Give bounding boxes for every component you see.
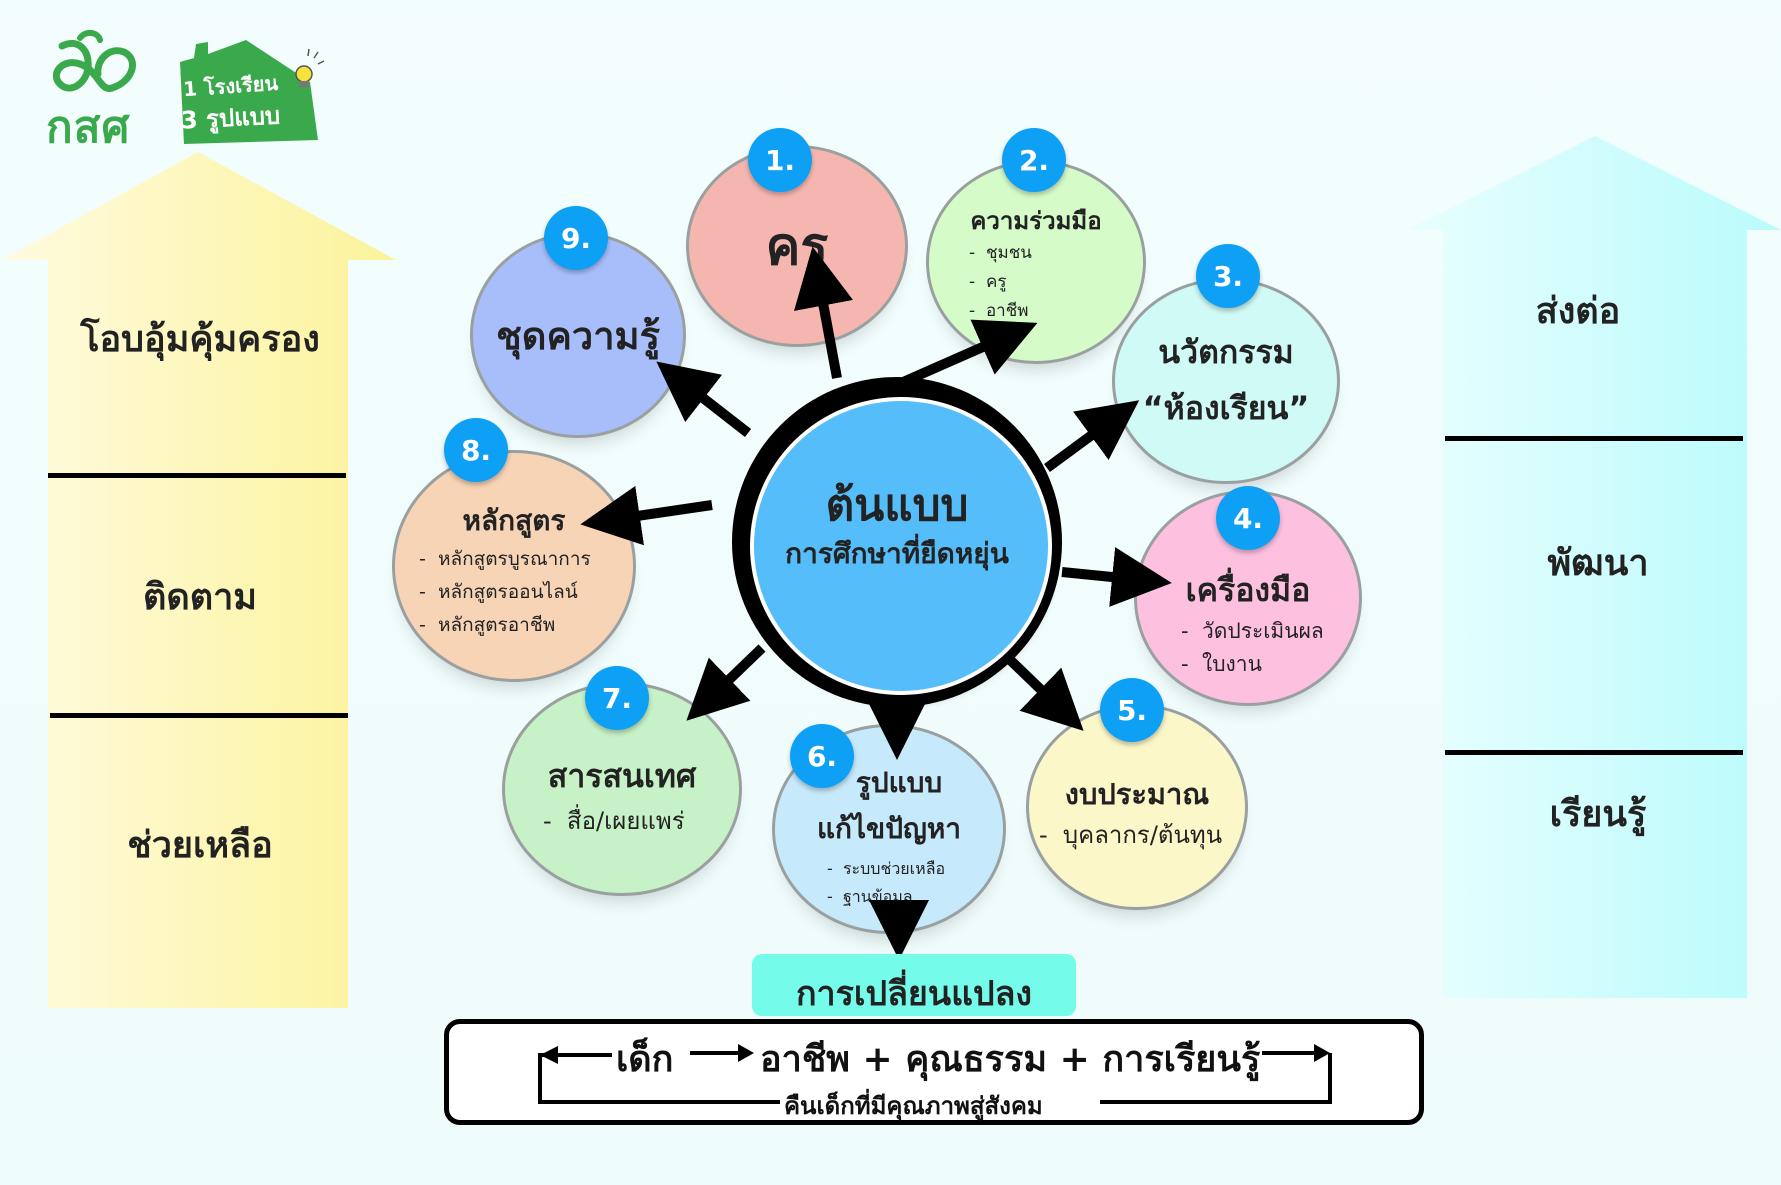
- hub-title: ต้นแบบ: [825, 480, 969, 531]
- pillar-section-assist: ช่วยเหลือ: [127, 825, 273, 866]
- org-abbreviation: กสศ: [46, 102, 131, 153]
- node-items: หลักสูตรบูรณาการ หลักสูตรออนไลน์ หลักสูต…: [419, 543, 591, 642]
- pillar-section-protect: โอบอุ้มคุ้มครอง: [80, 319, 320, 360]
- outcome-cycle-box: [444, 1019, 1424, 1125]
- node-number-badge: 5.: [1100, 678, 1164, 742]
- up-arrow-shape-left: [2, 152, 396, 1008]
- pillar-section-follow-up: ติดตาม: [142, 577, 258, 618]
- node-number-badge: 7.: [585, 666, 649, 730]
- node-number-badge: 4.: [1216, 486, 1280, 550]
- node-classroom-innovation: นวัตกรรม “ห้องเรียน”: [1112, 278, 1340, 484]
- node-title: รูปแบบ: [855, 766, 943, 799]
- node-item: ระบบช่วยเหลือ: [827, 855, 945, 883]
- arrow-to-innovation: [1044, 400, 1140, 473]
- cycle-return-label: คืนเด็กที่มีคุณภาพสู่สังคม: [784, 1092, 1043, 1120]
- node-items: บุคลากร/ต้นทุน: [1039, 819, 1222, 851]
- node-title: สารสนเทศ: [547, 757, 697, 795]
- left-support-pillar: โอบอุ้มคุ้มครอง ติดตาม ช่วยเหลือ: [0, 148, 400, 1013]
- cycle-start-child: เด็ก: [616, 1039, 674, 1080]
- node-title: งบประมาณ: [1064, 777, 1210, 811]
- node-item: หลักสูตรบูรณาการ: [419, 543, 591, 576]
- node-items: สื่อ/เผยแพร่: [543, 805, 685, 837]
- hub-core: [750, 397, 1052, 695]
- node-title: นวัตกรรม: [1158, 333, 1294, 371]
- node-number-badge: 8.: [444, 418, 508, 482]
- change-label-box: [752, 954, 1076, 1016]
- node-number-badge: 2.: [1002, 128, 1066, 192]
- house-badge-icon: [180, 40, 325, 144]
- arrow-head-right: [1314, 1044, 1330, 1062]
- node-number-badge: 6.: [790, 724, 854, 788]
- node-title: เครื่องมือ: [1185, 571, 1311, 609]
- node-item: สื่อ/เผยแพร่: [543, 805, 685, 837]
- pillar-divider: [1445, 750, 1743, 755]
- node-items: วัดประเมินผล ใบงาน: [1181, 615, 1324, 681]
- pillar-section-develop: พัฒนา: [1547, 543, 1649, 584]
- pillar-section-learn: เรียนรู้: [1549, 794, 1647, 835]
- arrow-to-budget: [1001, 651, 1084, 731]
- node-item: ครู: [969, 268, 1032, 297]
- up-arrow-shape-right: [1407, 136, 1781, 998]
- kss-logo-icon: [52, 30, 136, 92]
- arrow-to-tools: [1061, 547, 1172, 607]
- arrow-to-teacher: [794, 246, 853, 379]
- arrow-to-information: [686, 644, 766, 721]
- node-number-badge: 3.: [1196, 244, 1260, 308]
- arrow-head-left: [540, 1046, 558, 1064]
- return-loop-right: [1100, 1053, 1332, 1104]
- node-item: วัดประเมินผล: [1181, 615, 1324, 648]
- node-title: หลักสูตร: [462, 504, 566, 537]
- node-item: หลักสูตรออนไลน์: [419, 576, 591, 609]
- pillar-divider: [50, 713, 348, 718]
- node-item: ชุมชน: [969, 239, 1032, 268]
- node-title: ความร่วมมือ: [970, 207, 1102, 235]
- node-teacher: ครู: [686, 145, 908, 347]
- cycle-result: อาชีพ + คุณธรรม + การเรียนรู้: [760, 1039, 1261, 1080]
- pillar-section-refer: ส่งต่อ: [1535, 291, 1621, 332]
- node-item: หลักสูตรอาชีพ: [419, 609, 591, 642]
- arrow-to-curriculum: [580, 485, 713, 546]
- node-title-line-2: “ห้องเรียน”: [1142, 389, 1310, 427]
- node-item: บุคลากร/ต้นทุน: [1039, 819, 1222, 851]
- node-tools: เครื่องมือ วัดประเมินผล ใบงาน: [1134, 490, 1362, 706]
- arrow-head-mid: [738, 1044, 754, 1062]
- pillar-divider: [1445, 436, 1743, 441]
- pillar-divider: [48, 473, 346, 478]
- arrow-to-knowledge-kit: [656, 361, 752, 437]
- node-title: ชุดความรู้: [495, 314, 661, 358]
- node-title-line-2: แก้ไขปัญหา: [816, 812, 962, 845]
- hub-subtitle: การศึกษาที่ยืดหยุ่น: [785, 537, 1009, 570]
- node-number-badge: 1.: [748, 128, 812, 192]
- node-items: ชุมชน ครู อาชีพ: [969, 239, 1032, 326]
- node-item: อาชีพ: [969, 297, 1032, 326]
- change-label: การเปลี่ยนแปลง: [795, 974, 1033, 1014]
- right-development-pillar: ส่งต่อ พัฒนา เรียนรู้: [1395, 130, 1781, 1000]
- node-number-badge: 9.: [544, 206, 608, 270]
- node-item: ใบงาน: [1181, 648, 1324, 681]
